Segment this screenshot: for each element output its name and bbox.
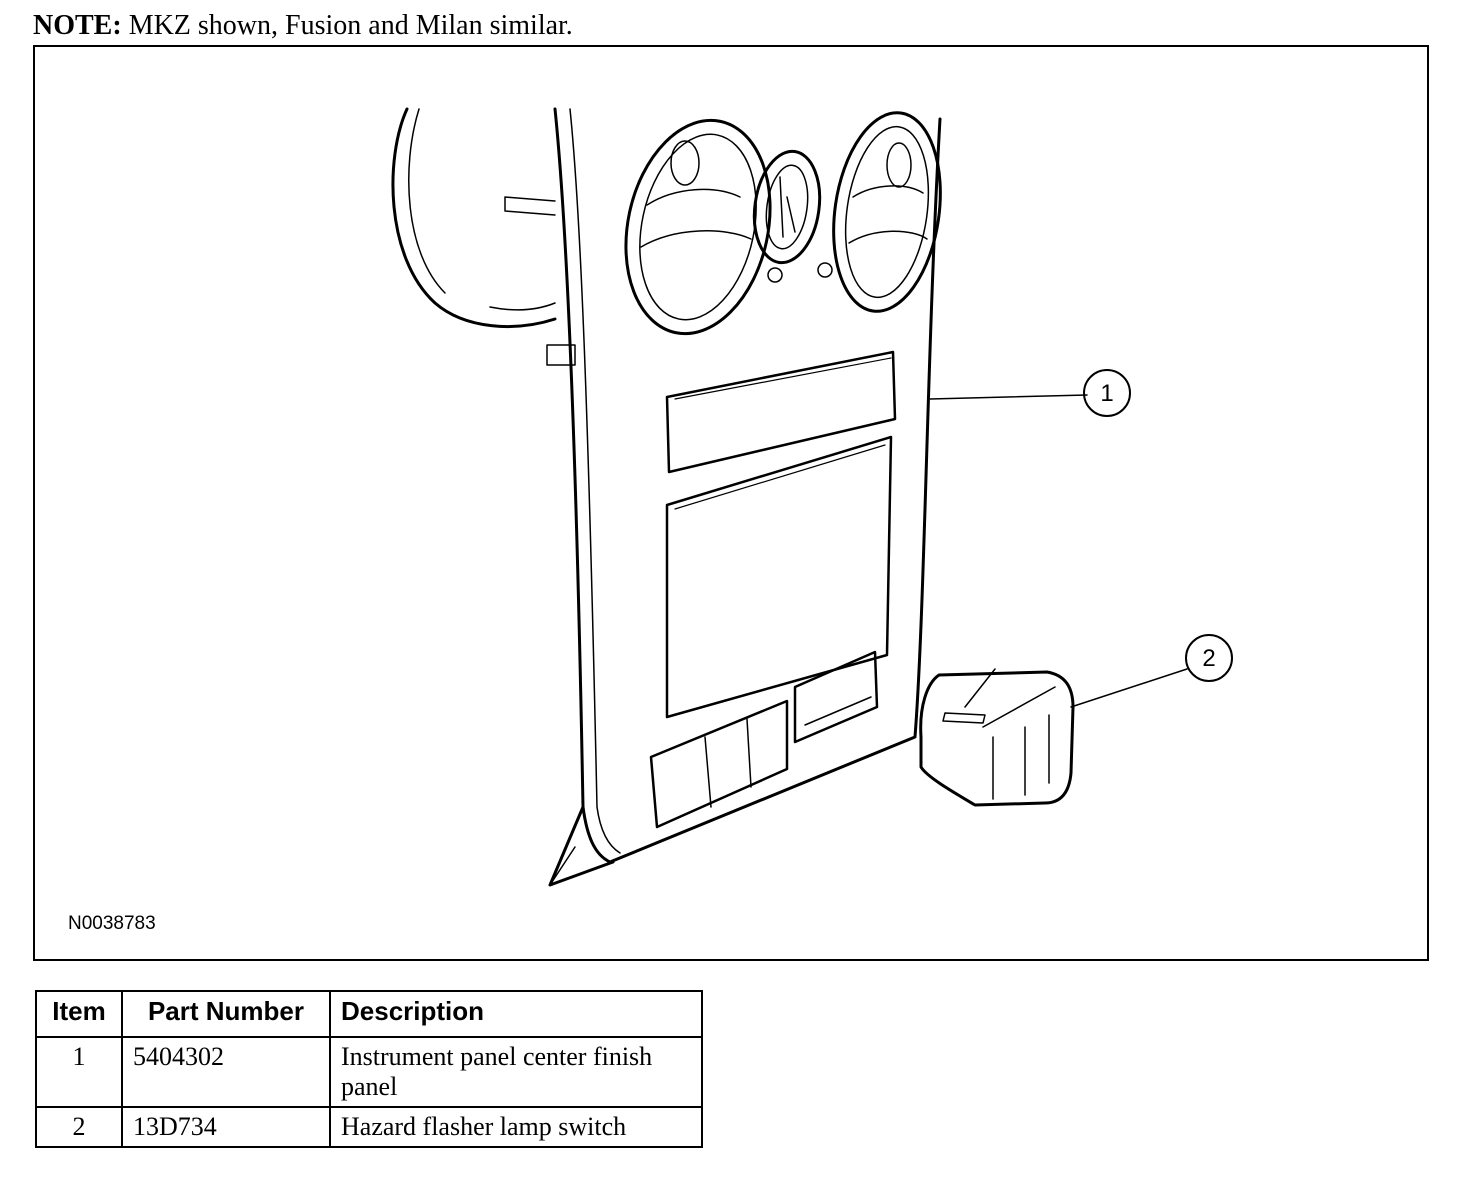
figure-id: N0038783 — [68, 913, 156, 934]
table-row: 2 13D734 Hazard flasher lamp switch — [35, 1106, 703, 1148]
parts-table: Item Part Number Description 1 5404302 I… — [35, 990, 703, 1148]
panel-illustration: 1 2 — [391, 107, 1233, 887]
note: NOTE: MKZ shown, Fusion and Milan simila… — [33, 10, 573, 42]
callout-2: 2 — [1202, 645, 1215, 672]
cell-item: 1 — [35, 1036, 123, 1108]
cell-item: 2 — [35, 1106, 123, 1148]
cell-part-number: 13D734 — [121, 1106, 331, 1148]
header-description: Description — [329, 990, 703, 1038]
note-label: NOTE: — [33, 10, 122, 41]
cell-description: Hazard flasher lamp switch — [329, 1106, 703, 1148]
header-part-number: Part Number — [121, 990, 331, 1038]
cell-part-number: 5404302 — [121, 1036, 331, 1108]
table-row: 1 5404302 Instrument panel center finish… — [35, 1036, 703, 1108]
table-header-row: Item Part Number Description — [35, 990, 703, 1038]
note-text: MKZ shown, Fusion and Milan similar. — [128, 10, 573, 41]
cell-description: Instrument panel center finish panel — [329, 1036, 703, 1108]
illustration-frame: 1 2 N0038783 — [33, 45, 1429, 961]
header-item: Item — [35, 990, 123, 1038]
callout-1: 1 — [1100, 380, 1113, 407]
